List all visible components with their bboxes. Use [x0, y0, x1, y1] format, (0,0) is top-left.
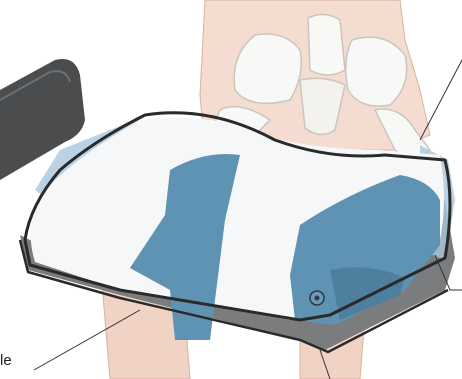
leader-line-top-right: [420, 60, 462, 140]
callout-label-left: le: [0, 353, 12, 368]
spine: [308, 14, 345, 75]
valve-knob-center: [315, 296, 320, 301]
right-iliac-wing: [346, 37, 407, 106]
